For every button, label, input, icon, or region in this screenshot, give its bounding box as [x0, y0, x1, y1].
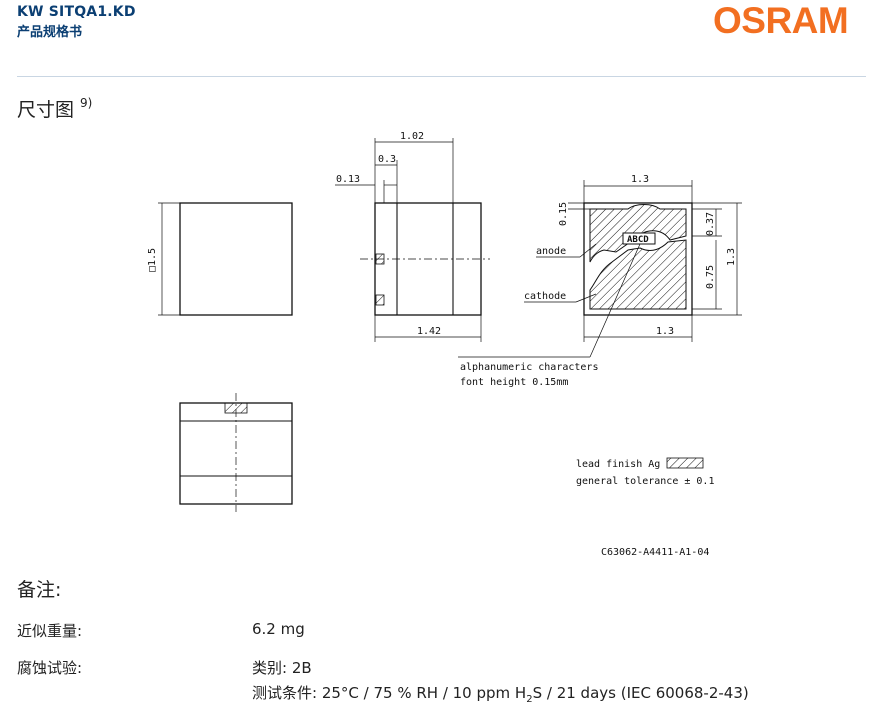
callout-line-1: alphanumeric characters — [460, 362, 598, 373]
product-name: KW SITQA1.KD — [17, 4, 136, 20]
corrosion-label: 腐蚀试验: — [17, 659, 83, 677]
dim-pad-bottom: 1.3 — [656, 326, 674, 337]
dim-1-02: 1.02 — [400, 131, 424, 142]
dim-pad-0-75: 0.75 — [705, 265, 716, 289]
drawing-number: C63062-A4411-A1-04 — [601, 547, 709, 558]
section-title-text: 尺寸图 — [17, 99, 75, 121]
anode-label: anode — [536, 246, 566, 257]
legend-tolerance: general tolerance ± 0.1 — [576, 476, 714, 487]
notes-title: 备注: — [17, 579, 62, 601]
header-divider — [17, 76, 866, 77]
dim-1-42: 1.42 — [417, 326, 441, 337]
callout-line-2: font height 0.15mm — [460, 377, 568, 388]
section-title: 尺寸图 9) — [17, 95, 92, 122]
dim-0-13: 0.13 — [336, 174, 360, 185]
legend: lead finish Ag general tolerance ± 0.1 — [576, 457, 714, 487]
dim-pad-right: 1.3 — [726, 248, 737, 266]
osram-logo: OSRAM — [713, 0, 849, 41]
corrosion-conditions: 测试条件: 25°C / 75 % RH / 10 ppm H2S / 21 d… — [252, 682, 749, 705]
dim-pad-0-15: 0.15 — [558, 202, 569, 226]
document-type: 产品规格书 — [17, 25, 83, 40]
corrosion-class: 类别: 2B — [252, 659, 312, 677]
cathode-label: cathode — [524, 291, 566, 302]
top-view: □1.5 — [147, 202, 293, 316]
weight-value: 6.2 mg — [252, 620, 305, 638]
dim-0-3: 0.3 — [378, 154, 396, 165]
marking-text: ABCD — [627, 235, 649, 245]
corrosion-cond-suffix: S / 21 days (IEC 60068-2-43) — [532, 684, 749, 702]
legend-lead-finish: lead finish Ag — [576, 459, 660, 470]
pad-view: ABCD 1.3 0.15 0.37 0.75 1.3 1.3 anode ca… — [458, 174, 742, 388]
corrosion-cond-prefix: 测试条件: 25°C / 75 % RH / 10 ppm H — [252, 684, 527, 702]
footnote-ref: 9) — [80, 96, 93, 110]
corrosion-cond-sub: 2 — [526, 694, 533, 705]
side-view: 1.02 0.3 0.13 1.42 — [335, 131, 490, 342]
dim-pad-top: 1.3 — [631, 174, 649, 185]
front-view — [179, 393, 293, 512]
dim-side-length: □1.5 — [147, 248, 158, 272]
hatch-swatch — [666, 457, 704, 469]
weight-label: 近似重量: — [17, 622, 83, 640]
dim-pad-0-37: 0.37 — [705, 212, 716, 236]
